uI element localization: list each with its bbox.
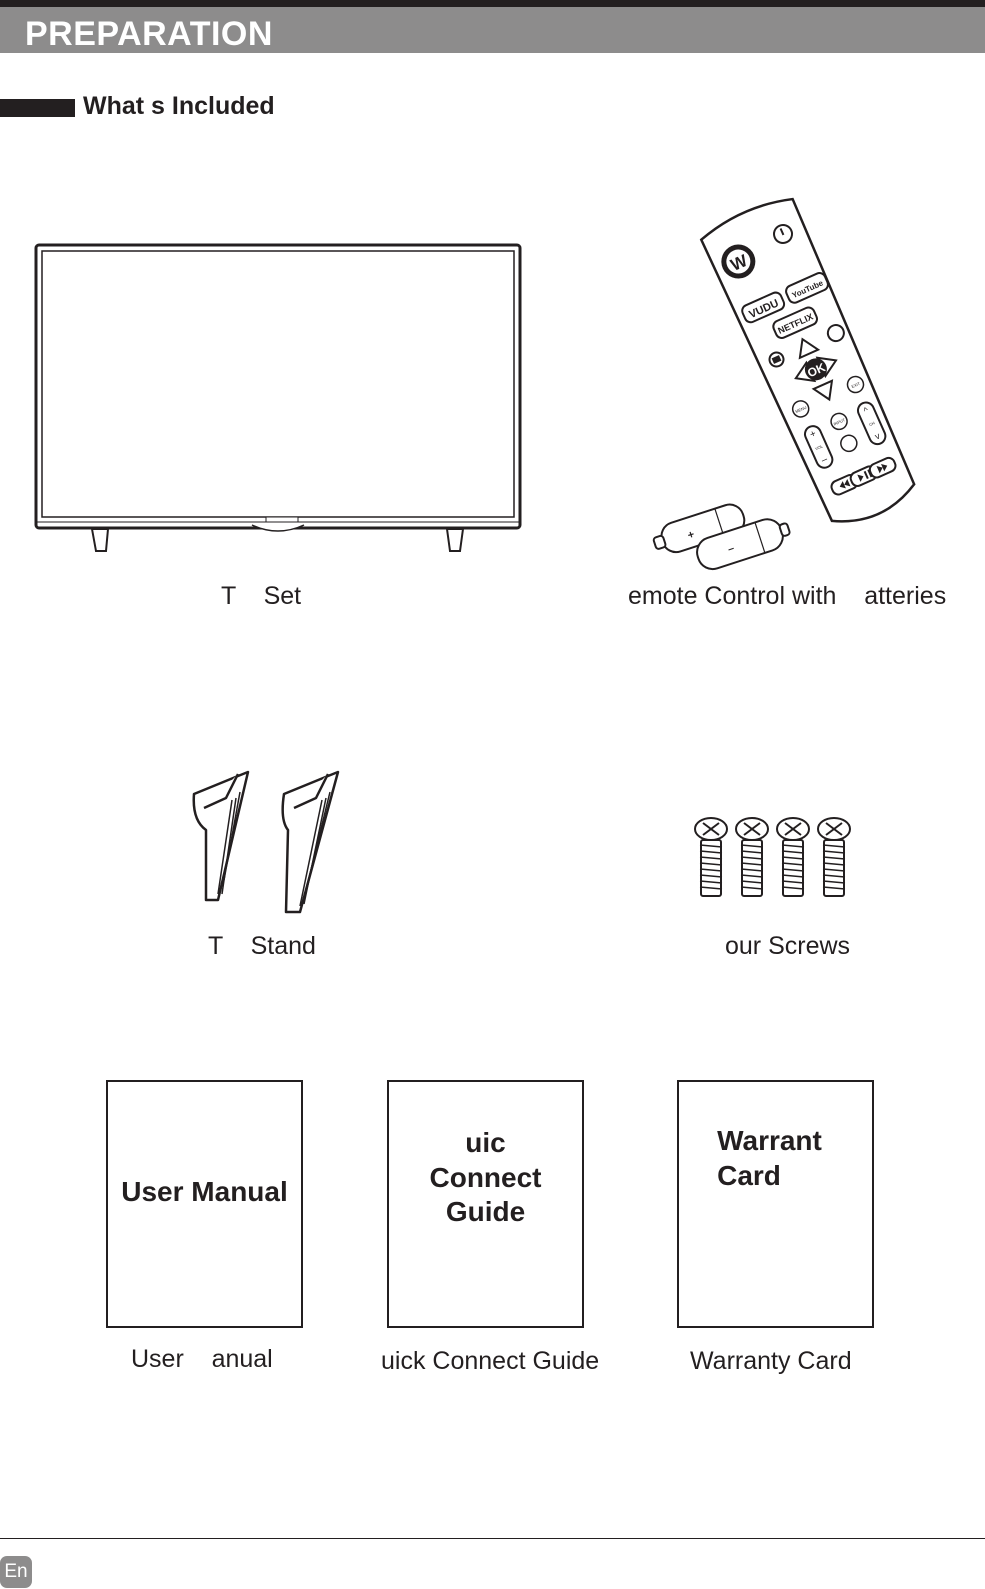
language-badge: En — [0, 1556, 32, 1588]
menu-label: MENU — [794, 405, 807, 414]
remote-control-illustration: W VUDU YouTube NETFLIX OK MENU EXIT + VO… — [652, 197, 916, 571]
vol-label: VOL — [814, 443, 824, 451]
warranty-card-cover-text: Warrant Card — [717, 1125, 822, 1191]
user-manual-caption: User anual — [131, 1345, 273, 1373]
remote-control-caption: emote Control with atteries — [628, 582, 947, 610]
screws-illustration — [694, 817, 851, 897]
tv-stand-caption: T Stand — [208, 932, 316, 960]
input-label: INPUT — [833, 417, 847, 427]
svg-text:+: + — [686, 529, 696, 542]
user-manual-cover: User Manual — [106, 1080, 303, 1328]
footer-rule — [0, 1538, 985, 1539]
header-band — [0, 7, 985, 53]
section-title: What s Included — [83, 92, 275, 120]
quick-connect-guide-caption: uick Connect Guide — [381, 1347, 600, 1375]
quick-connect-guide-cover: uic Connect Guide — [387, 1080, 584, 1328]
svg-text:–: – — [726, 542, 736, 555]
section-marker-bar — [0, 99, 75, 117]
tv-set-caption: T Set — [221, 582, 302, 610]
svg-text:–: – — [820, 454, 830, 466]
user-manual-cover-text: User Manual — [121, 1175, 288, 1207]
quick-connect-guide-cover-text: uic Connect Guide — [429, 1126, 542, 1228]
tv-set-illustration — [34, 243, 522, 552]
warranty-card-cover: Warrant Card — [677, 1080, 874, 1328]
screws-caption: our Screws — [725, 932, 851, 960]
warranty-card-caption: Warranty Card — [690, 1347, 852, 1375]
svg-text:v: v — [873, 430, 882, 441]
header-top-rule — [0, 0, 985, 7]
page-title: PREPARATION — [25, 15, 273, 53]
svg-text:+: + — [808, 428, 818, 440]
tv-stand-illustration — [192, 770, 340, 914]
exit-label: EXIT — [851, 381, 862, 389]
ok-label: OK — [805, 360, 827, 380]
svg-text:^: ^ — [862, 405, 871, 416]
ch-label: CH — [868, 420, 875, 427]
